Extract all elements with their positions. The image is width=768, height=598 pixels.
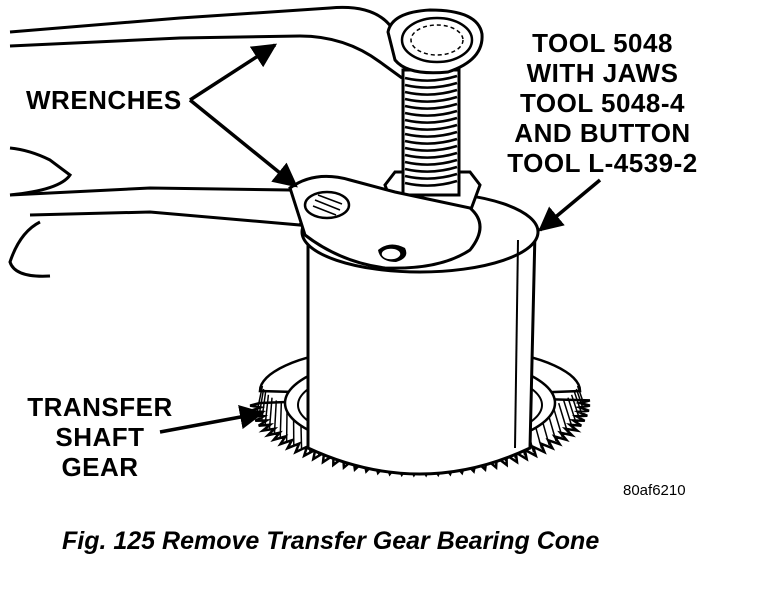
gear-tooth [279,403,283,439]
screw-thread [404,116,458,124]
image-id: 80af6210 [623,482,686,499]
tool-label-line: WITH JAWS [526,58,679,88]
screw-thread [404,137,458,145]
gear-tooth [264,394,270,426]
arrow-to-tool [538,178,602,232]
screw-thread [404,102,458,110]
screw-thread [404,158,458,166]
gear-label-line: TRANSFER [27,392,173,422]
gear-tooth [576,385,585,405]
screw-thread [404,151,458,159]
arrow-to-upper-wrench [189,43,278,102]
screw-thread [404,74,458,82]
lower-wrench [8,146,482,278]
screw-thread [404,144,458,152]
tool-label-line: AND BUTTON [514,118,691,148]
gear-tooth [575,388,585,410]
gear-tooth [273,400,278,435]
arrow-to-lower-wrench [188,98,298,188]
screw-thread [404,88,458,96]
gear-label-line: SHAFT [55,422,145,452]
cylinder-highlight [514,239,519,449]
tool-label-line: TOOL L-4539-2 [507,148,698,178]
screw-thread [404,172,458,180]
forcing-screw [401,68,461,197]
screw-thread [404,95,458,103]
screw-threads [404,74,458,187]
screw-thread [404,81,458,89]
gear-tooth [562,400,574,429]
cylinder-body [306,231,537,476]
upper-wrench [9,5,484,80]
screw-thread [404,165,458,173]
tool-label: TOOL 5048 WITH JAWS TOOL 5048-4 AND BUTT… [500,28,705,178]
figure-caption: Fig. 125 Remove Transfer Gear Bearing Co… [62,527,600,555]
leader-arrows [159,43,602,434]
gear-tooth [567,397,578,424]
tool-label-line: TOOL 5048-4 [520,88,685,118]
gear-tooth [557,402,569,433]
gear-label-line: GEAR [61,452,139,482]
gear-label: TRANSFER SHAFT GEAR [20,392,180,482]
gear-tooth [570,394,581,420]
gear-tooth [268,397,273,430]
arrow-to-gear [159,404,265,434]
tool-label-line: TOOL 5048 [532,28,673,58]
screw-thread [404,123,458,131]
screw-thread [404,109,458,117]
wrenches-label: WRENCHES [26,85,182,115]
screw-thread [404,130,458,138]
gear-tooth [573,391,583,415]
screw-thread [404,179,458,187]
